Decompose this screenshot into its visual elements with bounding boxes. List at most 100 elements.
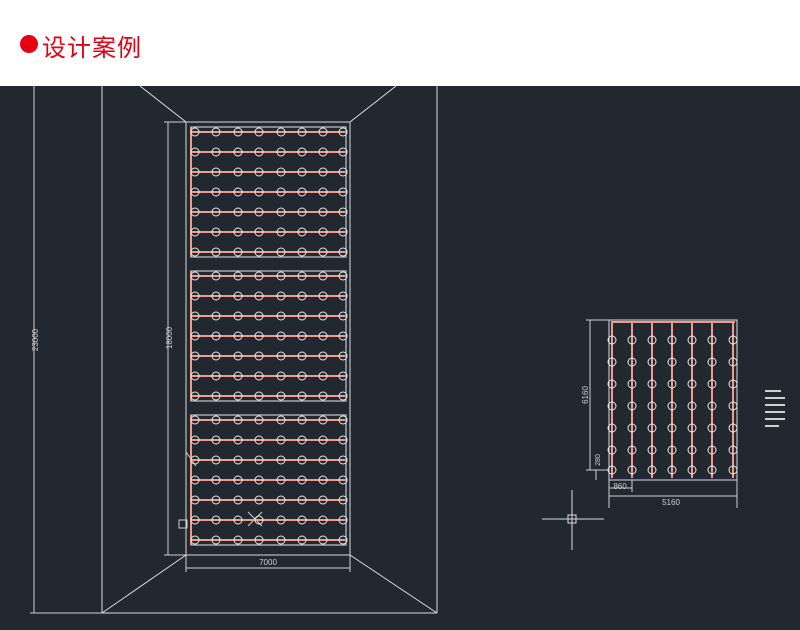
sprinkler (297, 187, 307, 197)
sprinkler (233, 127, 243, 137)
sprinkler (233, 535, 243, 545)
sprinkler (338, 351, 348, 361)
sprinkler (233, 475, 243, 485)
inner-height-label: 18000 (165, 326, 174, 349)
sprinkler (318, 207, 328, 217)
sprinkler (318, 331, 328, 341)
sprinkler (211, 291, 221, 301)
cad-background (0, 86, 800, 630)
sprinkler (276, 247, 286, 257)
sprinkler (254, 187, 264, 197)
sprinkler (338, 227, 348, 237)
sprinkler (607, 379, 617, 389)
sprinkler (607, 445, 617, 455)
sprinkler (297, 435, 307, 445)
page-title: 设计案例 (42, 34, 142, 62)
sprinkler (190, 351, 200, 361)
sprinkler (318, 515, 328, 525)
sprinkler (233, 271, 243, 281)
sprinkler (297, 371, 307, 381)
sprinkler (211, 311, 221, 321)
sprinkler (338, 475, 348, 485)
sprinkler (233, 371, 243, 381)
sprinkler (276, 271, 286, 281)
small-offset-label: 860 (613, 482, 627, 491)
sprinkler (254, 515, 264, 525)
sprinkler (276, 415, 286, 425)
sprinkler (318, 351, 328, 361)
sprinkler (276, 455, 286, 465)
sprinkler (707, 445, 717, 455)
sprinkler (647, 335, 657, 345)
red-dot-icon (20, 35, 38, 53)
sprinkler (190, 535, 200, 545)
sprinkler (297, 147, 307, 157)
sprinkler (190, 515, 200, 525)
sprinkler (190, 311, 200, 321)
sprinkler (627, 335, 637, 345)
sprinkler (338, 167, 348, 177)
sprinkler (647, 445, 657, 455)
sprinkler (728, 401, 738, 411)
sprinkler (627, 379, 637, 389)
sprinkler (728, 445, 738, 455)
sprinkler (190, 247, 200, 257)
sprinkler (318, 475, 328, 485)
small-dimensions (586, 319, 738, 508)
sprinkler (190, 207, 200, 217)
sprinkler (211, 415, 221, 425)
sprinkler (297, 415, 307, 425)
sprinkler (318, 291, 328, 301)
sprinkler (276, 187, 286, 197)
sprinkler (190, 415, 200, 425)
sprinkler (667, 401, 677, 411)
sprinkler (254, 475, 264, 485)
sprinkler (707, 379, 717, 389)
sprinkler (647, 401, 657, 411)
sprinkler (233, 435, 243, 445)
sprinkler (318, 455, 328, 465)
inner-dimension (164, 121, 186, 556)
sprinkler (190, 475, 200, 485)
sprinkler (254, 535, 264, 545)
sprinkler (318, 415, 328, 425)
sprinkler (297, 167, 307, 177)
sprinkler (276, 391, 286, 401)
sprinkler (211, 455, 221, 465)
sprinkler (647, 379, 657, 389)
width-label: 7000 (259, 558, 277, 567)
sprinkler (254, 127, 264, 137)
sprinkler (190, 495, 200, 505)
sprinkler (297, 291, 307, 301)
sprinkler (211, 331, 221, 341)
sprinkler (211, 535, 221, 545)
sprinkler (707, 423, 717, 433)
sprinkler (627, 465, 637, 475)
room-outline (101, 86, 438, 614)
sprinkler (211, 147, 221, 157)
sprinkler (728, 423, 738, 433)
cad-drawing: 23000 18000 7000 6160 280 860 (0, 86, 800, 630)
sprinkler (318, 495, 328, 505)
small-bottom-label: 280 (595, 454, 602, 466)
sprinkler (254, 371, 264, 381)
sprinkler (607, 357, 617, 367)
sprinkler (254, 147, 264, 157)
sprinkler (276, 351, 286, 361)
sprinkler (707, 357, 717, 367)
sprinkler (318, 311, 328, 321)
sprinkler (190, 371, 200, 381)
sprinkler (707, 335, 717, 345)
sprinkler (318, 247, 328, 257)
sprinkler (233, 207, 243, 217)
sprinkler (254, 331, 264, 341)
sprinkler (233, 291, 243, 301)
sprinkler (667, 465, 677, 475)
sprinkler (338, 331, 348, 341)
sprinkler (190, 147, 200, 157)
sprinkler (254, 271, 264, 281)
sprinkler (190, 271, 200, 281)
crosshair-icon (542, 490, 604, 550)
small-pipe-grid (607, 321, 738, 478)
sprinkler (338, 455, 348, 465)
